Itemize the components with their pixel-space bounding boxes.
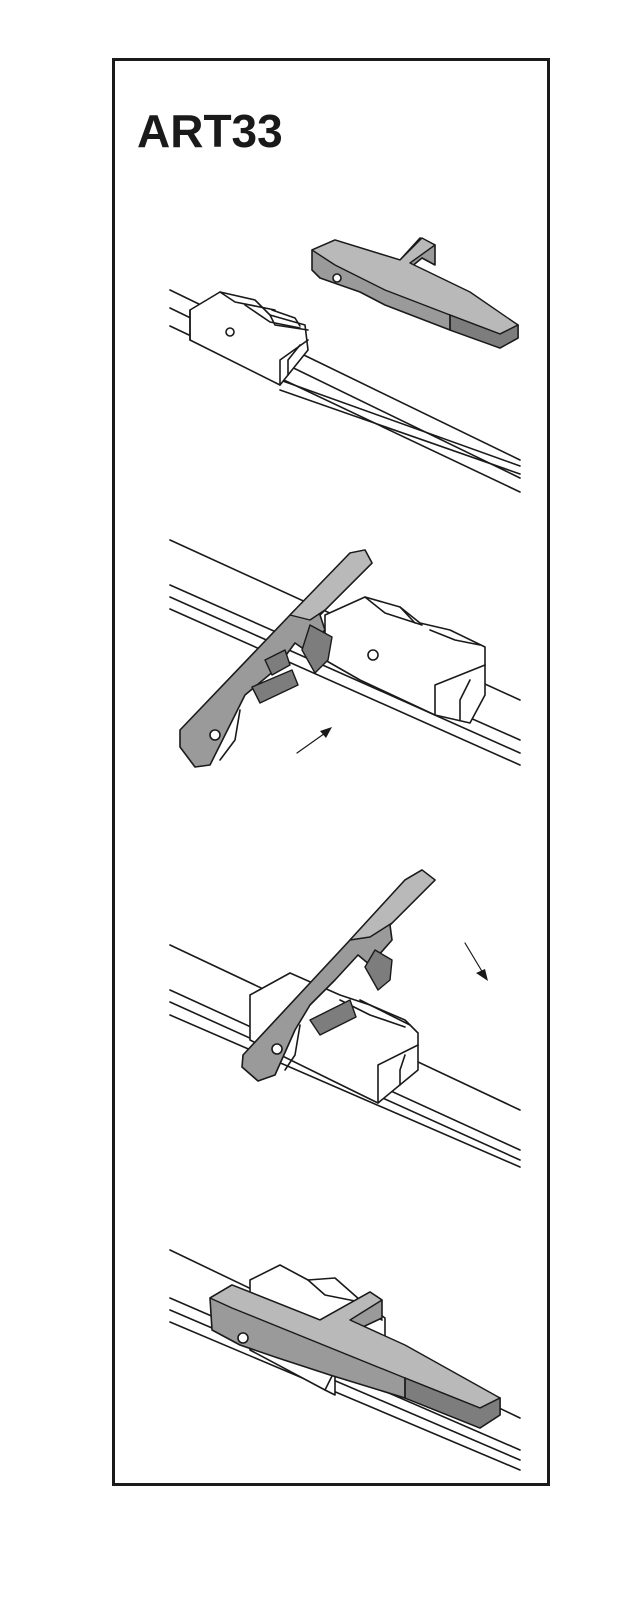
- step-1-illustration: [160, 230, 530, 500]
- wiper-adapter: [311, 237, 519, 349]
- direction-arrow: [464, 942, 488, 981]
- step-4-illustration: [160, 1240, 530, 1475]
- wiper-adapter: [241, 869, 436, 1082]
- model-title: ART33: [137, 105, 283, 157]
- wiper-adapter: [179, 549, 373, 768]
- step-1-svg: [169, 237, 521, 493]
- wiper-adapter: [209, 1284, 501, 1429]
- step-2-svg: [169, 539, 521, 768]
- blade-connector: [189, 291, 309, 386]
- step-4-svg: [169, 1249, 521, 1471]
- direction-arrow: [296, 727, 332, 754]
- step-2-illustration: [160, 535, 530, 785]
- blade-connector: [324, 596, 486, 724]
- step-3-svg: [169, 869, 521, 1168]
- step-3-illustration: [160, 855, 530, 1175]
